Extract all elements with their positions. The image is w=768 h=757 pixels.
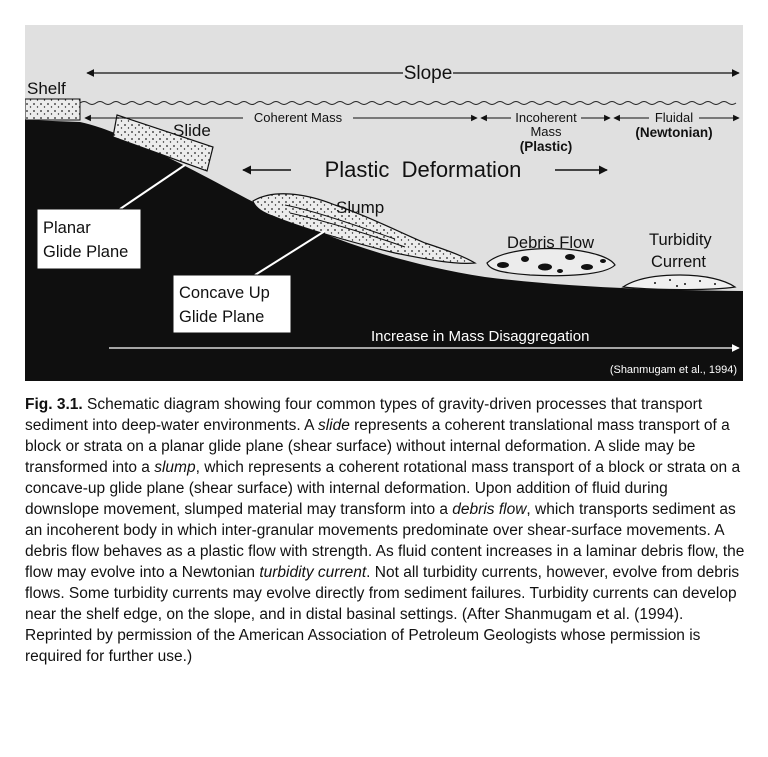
coherent-mass-label: Coherent Mass bbox=[254, 110, 343, 125]
sea-surface bbox=[79, 101, 737, 105]
gravity-processes-diagram: Slope Shelf Coherent Mass Incoherent Mas… bbox=[25, 25, 743, 381]
shelf-label: Shelf bbox=[27, 79, 66, 98]
planar-glide-label-1: Planar bbox=[43, 219, 91, 237]
caption-text-2: represents a coherent translational mass… bbox=[25, 417, 730, 476]
turbidity-current-body bbox=[621, 274, 737, 291]
incoherent-mass-label-1: Incoherent bbox=[515, 110, 577, 125]
caption-text-3: , which represents a coherent rotational… bbox=[25, 459, 741, 518]
newtonian-label: (Newtonian) bbox=[635, 125, 712, 140]
slump-label: Slump bbox=[336, 198, 384, 217]
plastic-deformation-label: Plastic Deformation bbox=[325, 157, 522, 182]
term-slump: slump bbox=[154, 459, 196, 476]
term-turbidity-current: turbidity current bbox=[259, 564, 367, 581]
caption-text-5: . Not all turbidity currents, however, e… bbox=[25, 564, 740, 665]
turbidity-current-label-2: Current bbox=[651, 253, 706, 271]
turbidity-particles bbox=[654, 279, 716, 287]
term-slide: slide bbox=[317, 417, 350, 434]
incoherent-mass-label-3: (Plastic) bbox=[520, 139, 573, 154]
slide-block bbox=[112, 114, 214, 172]
turbidity-current-label-1: Turbidity bbox=[649, 231, 712, 249]
slope-label: Slope bbox=[404, 63, 453, 84]
concave-glide-box bbox=[172, 274, 292, 334]
fluidal-label: Fluidal bbox=[655, 110, 693, 125]
disaggregation-label: Increase in Mass Disaggregation bbox=[371, 328, 589, 345]
concave-glide-label-2: Glide Plane bbox=[179, 308, 264, 326]
figure-caption: Fig. 3.1. Schematic diagram showing four… bbox=[25, 394, 745, 667]
diagram-credit: (Shanmugam et al., 1994) bbox=[610, 364, 737, 376]
caption-text-1: Schematic diagram showing four common ty… bbox=[25, 396, 703, 434]
debris-clasts bbox=[497, 254, 606, 273]
term-debris-flow: debris flow bbox=[452, 501, 527, 518]
planar-glide-pointer bbox=[119, 164, 186, 210]
concave-glide-label-1: Concave Up bbox=[179, 284, 270, 302]
slide-label: Slide bbox=[173, 121, 211, 140]
figure-label: Fig. 3.1. bbox=[25, 396, 83, 413]
debris-flow-label: Debris Flow bbox=[507, 234, 594, 252]
shelf-sediment bbox=[25, 98, 81, 121]
concave-glide-pointer bbox=[254, 230, 326, 276]
planar-glide-label-2: Glide Plane bbox=[43, 243, 128, 261]
incoherent-mass-label-2: Mass bbox=[530, 124, 562, 139]
planar-glide-box bbox=[36, 208, 142, 270]
caption-text-4: , which transports sediment as an incohe… bbox=[25, 501, 745, 581]
slump-fold-lines bbox=[284, 204, 406, 248]
